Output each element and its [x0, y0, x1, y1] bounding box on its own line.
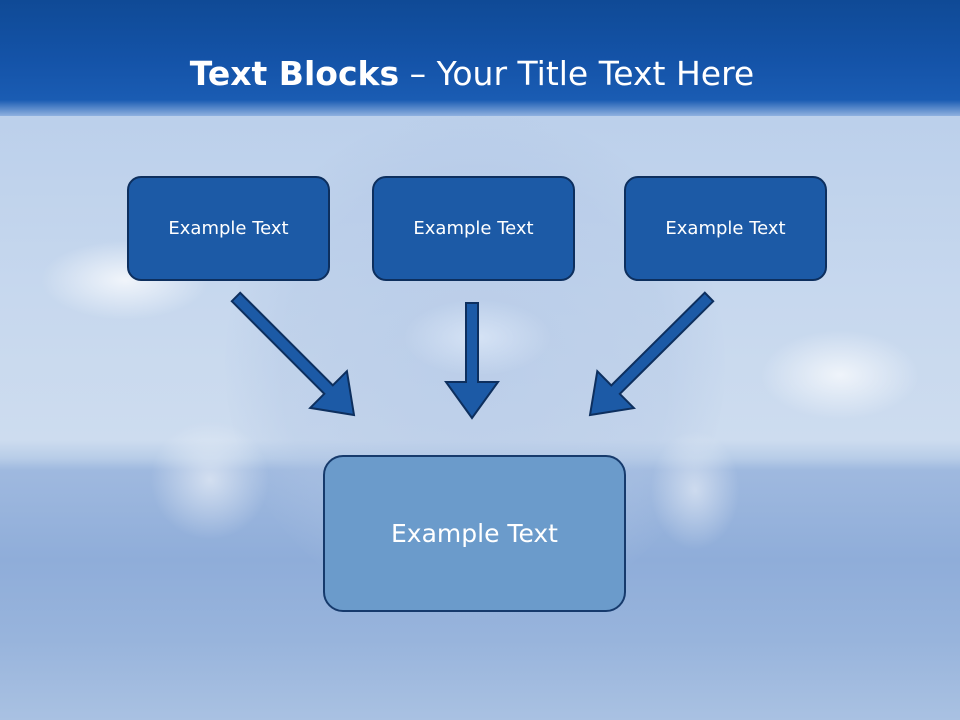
text-block-main[interactable]: Example Text	[323, 455, 626, 612]
title-band	[0, 0, 960, 116]
arrow-down-right-icon	[230, 291, 356, 417]
arrow-down-left-icon	[588, 291, 715, 417]
title-bold-part: Text Blocks	[189, 54, 400, 93]
text-block-2[interactable]: Example Text	[372, 176, 575, 281]
title-regular-part: Your Title Text Here	[436, 54, 755, 93]
title-separator: –	[399, 54, 437, 93]
text-block-3[interactable]: Example Text	[624, 176, 827, 281]
text-block-1[interactable]: Example Text	[127, 176, 330, 281]
arrow-down-icon	[444, 302, 500, 420]
slide-title: Text Blocks – Your Title Text Here	[0, 52, 944, 96]
